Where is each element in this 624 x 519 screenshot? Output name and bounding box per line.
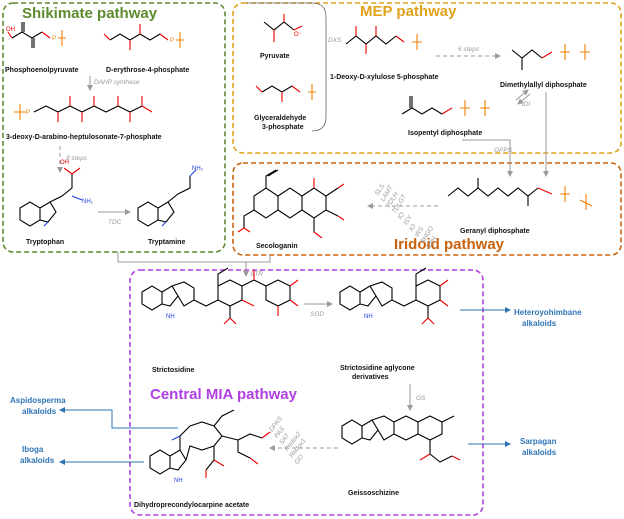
e4p-label: D-erythrose-4-phosphate xyxy=(106,67,189,74)
dmapp-structure xyxy=(511,44,590,70)
geissoschizine-label: Geissoschizine xyxy=(348,490,399,497)
tryptamine-label: Tryptamine xyxy=(148,239,185,246)
arrow-idi-reverse xyxy=(517,93,531,105)
iridoid-enzyme-4: IO xyxy=(397,211,407,221)
pyruvate-bracket xyxy=(246,2,327,132)
dahps-enzyme: DAHP synthase xyxy=(94,79,140,86)
pyruvate-ominus: O⁻ xyxy=(294,32,302,38)
secologanin-structure xyxy=(237,169,345,239)
idi-enzyme: IDI xyxy=(522,101,531,108)
iridoid-title: Iridoid pathway xyxy=(394,236,505,253)
dpa-nh: NH xyxy=(174,478,183,484)
gpp-label: Geranyl diphosphate xyxy=(460,228,530,235)
pep-label: Phosphoenolpyruvate xyxy=(5,67,79,74)
pep-p: P xyxy=(52,36,56,42)
dahp-label: 3-deoxy-D-arabino-heptulosonate-7-phosph… xyxy=(6,134,162,141)
iridoid-enzyme-5: ISY xyxy=(402,214,414,227)
heteroyohimbane-label-2: alkaloids xyxy=(522,319,557,328)
iridoid-enzyme-6: IO xyxy=(408,223,418,233)
heteroyohimbane-label-1: Heteroyohimbane xyxy=(514,308,582,317)
trp-oh: OH xyxy=(60,160,69,166)
sarpagan-label-1: Sarpagan xyxy=(520,437,557,446)
arrow-tryptamine-to-str xyxy=(117,252,249,277)
dpa-structure xyxy=(149,409,271,478)
aglycone-nh: NH xyxy=(364,314,373,320)
tryptamine-structure xyxy=(137,169,197,227)
aspidosperma-label-1: Aspidosperma xyxy=(10,396,66,405)
arrow-idi xyxy=(515,89,529,101)
tryptophan-label: Tryptophan xyxy=(26,239,64,246)
strictosidine-nh: NH xyxy=(166,314,175,320)
central-mia-pathway-box xyxy=(129,269,484,516)
gpp-structure xyxy=(447,178,593,210)
gs-enzyme: GS xyxy=(416,395,426,402)
nine-steps-label: 9 steps xyxy=(66,155,88,162)
ipp-structure xyxy=(401,96,490,116)
arrow-to-aspidosperma xyxy=(59,407,178,429)
pep-structure xyxy=(7,22,66,48)
iboga-label-2: alkaloids xyxy=(20,456,55,465)
central-enzyme-list: DPAS PAS SAT Redox2 Redox1 GO xyxy=(268,415,308,466)
mep-title: MEP pathway xyxy=(360,3,457,20)
aspidosperma-label-2: alkaloids xyxy=(22,407,57,416)
aglycone-label-1: Strictosidine aglycone xyxy=(340,365,415,372)
pyruvate-structure xyxy=(263,14,303,42)
gpps-enzyme: GPPS xyxy=(494,147,513,154)
aglycone-structure xyxy=(339,267,449,325)
trp-nh2: NH₂ xyxy=(82,199,94,205)
e4p-structure xyxy=(103,24,184,50)
pyruvate-label: Pyruvate xyxy=(260,53,290,60)
arrow-ipp-to-gpp xyxy=(462,139,513,177)
geissoschizine-structure xyxy=(341,415,461,463)
e4p-p: P xyxy=(170,38,174,44)
mep-pathway-box xyxy=(232,2,622,154)
g3p-label-1: Glyceraldehyde xyxy=(254,115,306,122)
strictosidine-label: Strictosidine xyxy=(152,367,195,374)
tdc-enzyme: TDC xyxy=(108,219,122,226)
sgd-enzyme: SGD xyxy=(310,311,324,318)
str-enzyme: STR xyxy=(250,271,263,278)
tryptophan-structure xyxy=(19,167,83,227)
dmapp-label: Dimethylallyl diphosphate xyxy=(500,82,587,89)
central-enzyme-5: GO xyxy=(293,453,305,465)
shikimate-title: Shikimate pathway xyxy=(22,5,158,22)
g3p-label-2: 3-phosphate xyxy=(262,124,304,131)
six-steps-label: 6 steps xyxy=(458,46,480,53)
secologanin-label: Secologanin xyxy=(256,243,298,250)
strictosidine-structure xyxy=(141,267,299,325)
sarpagan-label-2: alkaloids xyxy=(522,448,557,457)
tryptamine-nh2: NH₂ xyxy=(192,166,204,172)
dpa-label: Dihydroprecondylocarpine acetate xyxy=(134,502,249,509)
arrow-secologanin-to-str xyxy=(246,255,271,263)
iboga-label-1: Iboga xyxy=(22,445,44,454)
dxp-label: 1-Deoxy-D-xylulose 5-phosphate xyxy=(330,74,439,81)
dahp-structure xyxy=(14,96,153,122)
ipp-label: Isopentyl diphosphate xyxy=(408,130,482,137)
aglycone-label-2: derivatives xyxy=(352,374,389,381)
dxp-structure xyxy=(345,26,422,54)
central-mia-title: Central MIA pathway xyxy=(150,386,298,403)
iridoid-enzyme-list: SLS LAMT 7DLH 7DLGT IO ISY IO IRS 8HGO G… xyxy=(374,182,439,250)
shikimate-pathway-box xyxy=(2,2,226,253)
dahp-p: P xyxy=(26,110,30,116)
dxs-enzyme: DXS xyxy=(328,37,342,44)
g3p-structure xyxy=(255,84,316,102)
pep-oh: OH xyxy=(6,27,15,33)
iridoid-pathway-box xyxy=(232,162,622,256)
